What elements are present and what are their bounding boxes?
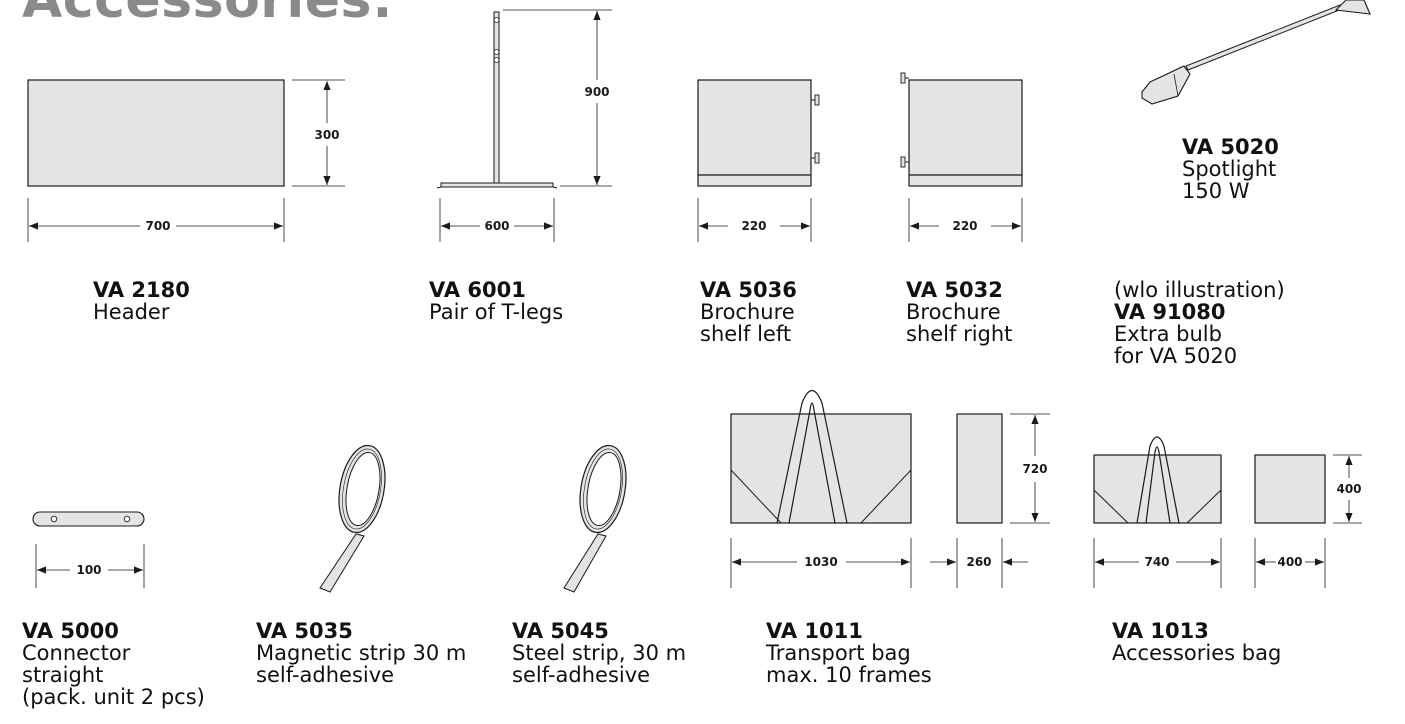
item-description: Brochure <box>700 300 795 324</box>
item-description: Transport bag <box>766 641 911 665</box>
spotlight-clamp <box>1141 65 1191 105</box>
tleg-pole <box>493 11 500 185</box>
item-code: VA 5036 <box>700 278 797 302</box>
transport-bag-handle <box>776 389 848 524</box>
accessories-height-label: 400 <box>1336 482 1361 496</box>
connector-plate <box>32 511 145 527</box>
transport-bag-side <box>956 413 1003 524</box>
header-panel-drawing: 300 700 <box>27 79 345 242</box>
item-description: Extra bulb <box>1114 322 1222 346</box>
item-code: VA 1013 <box>1112 619 1209 643</box>
tleg-foot <box>440 182 554 188</box>
header-panel <box>27 79 285 187</box>
item-description: straight <box>22 663 104 687</box>
shelf-right-box <box>908 79 1023 187</box>
item-code: VA 5032 <box>906 278 1003 302</box>
item-description: Magnetic strip 30 m <box>256 641 467 665</box>
caption-accessories-bag: VA 1013 Accessories bag <box>1112 620 1281 664</box>
spotlight-head <box>1334 0 1371 15</box>
item-description: self-adhesive <box>512 663 651 687</box>
item-note: (wlo illustration) <box>1114 278 1285 302</box>
item-description: (pack. unit 2 pcs) <box>22 685 205 709</box>
caption-shelf-right: VA 5032 Brochure shelf right <box>906 279 1012 345</box>
caption-bulb: (wlo illustration) VA 91080 Extra bulb f… <box>1114 279 1285 367</box>
magnetic-strip-tail <box>319 533 365 593</box>
connector-drawing: 100 <box>32 511 145 588</box>
item-code: VA 1011 <box>766 619 863 643</box>
item-code: VA 91080 <box>1114 300 1226 324</box>
item-description: Connector <box>22 641 131 665</box>
caption-tlegs: VA 6001 Pair of T-legs <box>429 279 563 323</box>
caption-steel: VA 5045 Steel strip, 30 m self-adhesive <box>512 620 686 686</box>
item-code: VA 5020 <box>1182 135 1279 159</box>
shelf-left-drawing: 220 <box>697 79 820 242</box>
caption-header: VA 2180 Header <box>93 279 190 323</box>
item-description: for VA 5020 <box>1114 344 1238 368</box>
page-title: Accessories: <box>22 0 394 30</box>
caption-connector: VA 5000 Connector straight (pack. unit 2… <box>22 620 205 708</box>
shelf-left-width-label: 220 <box>741 219 766 233</box>
item-description: Accessories bag <box>1112 641 1282 665</box>
shelf-right-drawing: 220 <box>900 72 1023 242</box>
accessories-bag-drawing: 400 740 400 <box>1093 436 1362 588</box>
transport-depth-label: 260 <box>966 555 991 569</box>
caption-transport: VA 1011 Transport bag max. 10 frames <box>766 620 932 686</box>
magnetic-roll-drawing <box>319 444 386 593</box>
accessories-bag-handle <box>1136 436 1180 524</box>
spotlight-drawing <box>1141 0 1371 105</box>
header-height-label: 300 <box>314 128 339 142</box>
item-description: self-adhesive <box>256 663 395 687</box>
transport-bag-drawing: 720 1030 260 <box>730 389 1050 588</box>
accessories-depth-label: 400 <box>1277 555 1302 569</box>
transport-height-label: 720 <box>1022 462 1047 476</box>
caption-spotlight: VA 5020 Spotlight 150 W <box>1182 136 1279 202</box>
item-code: VA 6001 <box>429 278 526 302</box>
shelf-left-box <box>697 79 812 187</box>
item-code: VA 5045 <box>512 619 609 643</box>
tlegs-height-label: 900 <box>584 85 609 99</box>
caption-shelf-left: VA 5036 Brochure shelf left <box>700 279 797 345</box>
shelf-right-width-label: 220 <box>952 219 977 233</box>
item-description: Spotlight <box>1182 157 1277 181</box>
transport-bag-front <box>730 413 912 524</box>
item-description: Brochure <box>906 300 1001 324</box>
item-description: max. 10 frames <box>766 663 932 687</box>
connector-width-label: 100 <box>76 563 101 577</box>
accessories-bag-side <box>1254 454 1326 524</box>
accessories-bag-front <box>1093 454 1222 524</box>
item-description: Pair of T-legs <box>429 300 564 324</box>
transport-width-label: 1030 <box>804 555 837 569</box>
item-description: shelf right <box>906 322 1013 346</box>
item-code: VA 2180 <box>93 278 190 302</box>
spotlight-arm <box>1185 4 1343 71</box>
item-description: Header <box>93 300 170 324</box>
item-description: shelf left <box>700 322 792 346</box>
item-code: VA 5035 <box>256 619 353 643</box>
accessories-width-label: 740 <box>1144 555 1169 569</box>
item-description: 150 W <box>1182 179 1250 203</box>
tlegs-drawing: 900 600 <box>436 9 612 242</box>
steel-strip-tail <box>563 533 607 593</box>
steel-roll-drawing <box>563 444 627 593</box>
header-width-label: 700 <box>145 219 170 233</box>
item-code: VA 5000 <box>22 619 119 643</box>
caption-magnetic: VA 5035 Magnetic strip 30 m self-adhesiv… <box>256 620 466 686</box>
item-description: Steel strip, 30 m <box>512 641 687 665</box>
tlegs-width-label: 600 <box>484 219 509 233</box>
